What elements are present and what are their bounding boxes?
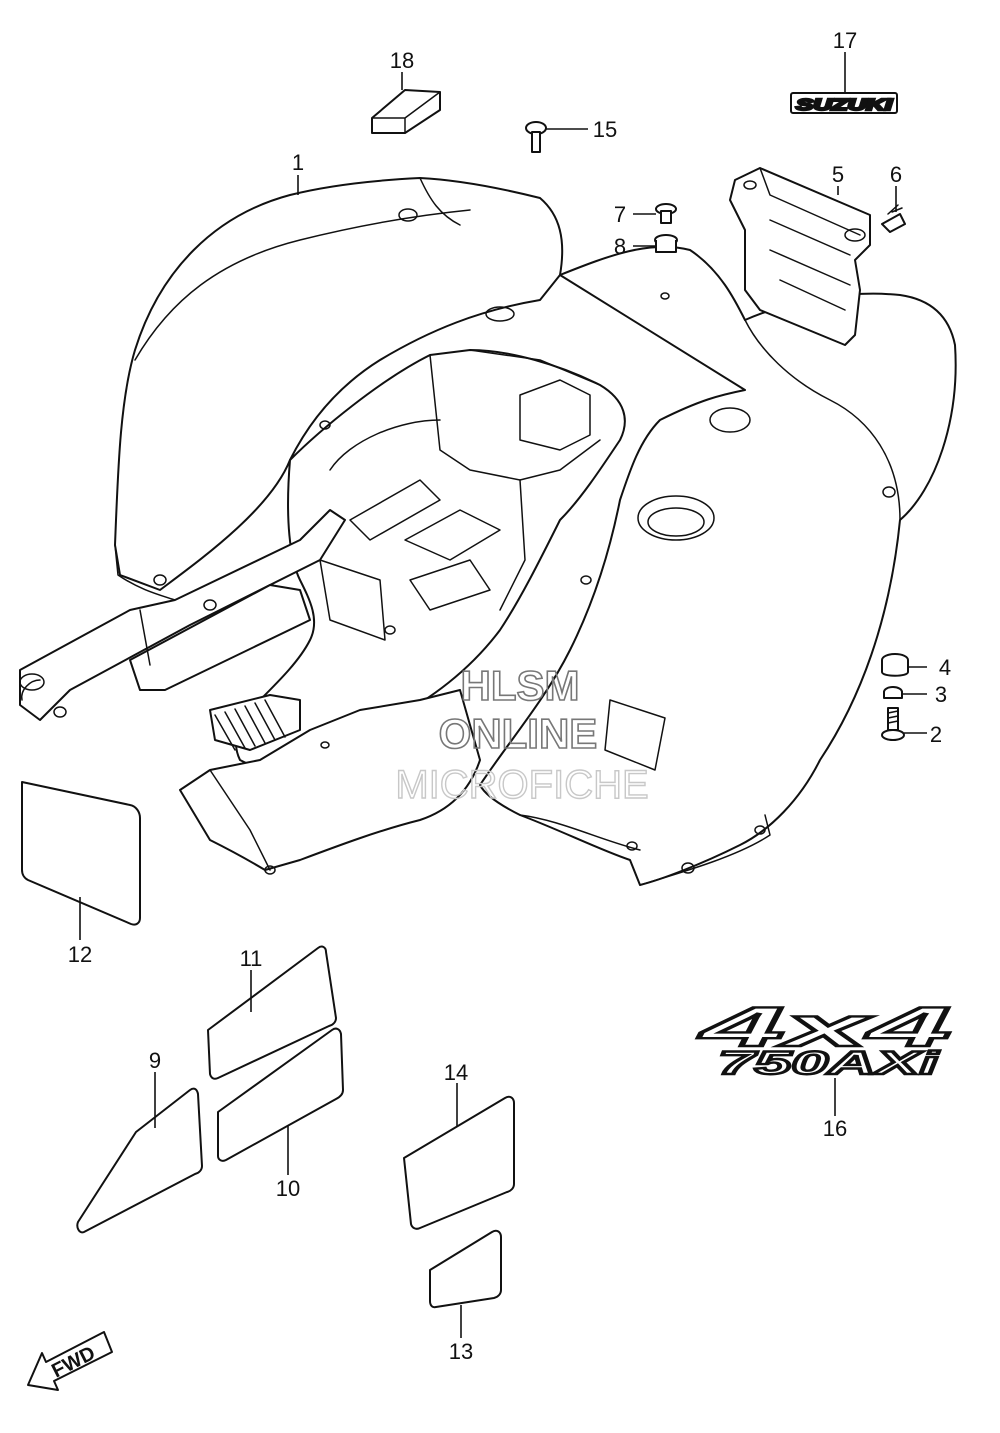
callout-8: 8	[614, 234, 626, 259]
decal-part-11	[207, 945, 337, 1080]
callout-13: 13	[449, 1339, 473, 1364]
callout-15: 15	[593, 117, 617, 142]
screw-part-15	[525, 121, 547, 153]
callout-1: 1	[292, 150, 304, 175]
collar-part-8	[654, 234, 678, 253]
bolt-part-7	[655, 203, 677, 224]
callout-5: 5	[832, 162, 844, 187]
leader-lines	[79, 52, 927, 1338]
decal-part-9	[76, 1087, 203, 1234]
callout-11: 11	[240, 946, 263, 971]
model-emblem-top-text: 4x4	[698, 995, 951, 1058]
callout-3: 3	[935, 682, 947, 707]
watermark-line-2: ONLINE	[439, 710, 598, 757]
suzuki-emblem-part-17: SUZUKI	[790, 92, 898, 115]
watermark-line-1: HLSM	[461, 662, 580, 709]
callout-18: 18	[390, 48, 414, 73]
callout-16: 16	[823, 1116, 847, 1141]
watermark-line-3: MICROFICHE	[395, 763, 648, 807]
suzuki-emblem-text: SUZUKI	[796, 97, 893, 114]
callout-14: 14	[444, 1060, 468, 1085]
callout-12: 12	[68, 942, 92, 967]
grommet-part-4	[881, 653, 909, 677]
decal-part-10	[217, 1027, 344, 1162]
clip-part-6	[881, 204, 906, 233]
callout-7: 7	[614, 202, 626, 227]
callout-9: 9	[149, 1048, 161, 1073]
callout-6: 6	[890, 162, 902, 187]
model-emblem-bottom-text: 750AXi	[718, 1045, 940, 1081]
watermark: HLSM ONLINE MICROFICHE	[395, 661, 650, 808]
decal-part-14	[403, 1095, 515, 1230]
callout-4: 4	[939, 655, 951, 680]
decal-part-12	[21, 781, 141, 926]
decal-part-13	[429, 1229, 502, 1309]
bolt-part-2	[881, 707, 905, 741]
callout-2: 2	[930, 722, 942, 747]
callout-17: 17	[833, 28, 857, 53]
callout-labels: 1 2 3 4 5 6 7 8 9 10 11 12 13 14 15 16 1…	[68, 28, 951, 1364]
washer-part-3	[883, 686, 903, 699]
callout-10: 10	[276, 1176, 300, 1201]
rear-fender-drawing	[19, 177, 957, 886]
fwd-arrow: FWD	[27, 1331, 113, 1391]
model-emblem-part-16: 4x4 750AXi	[697, 994, 952, 1082]
bracket-part-5	[729, 167, 871, 346]
pad-part-18	[371, 89, 441, 134]
